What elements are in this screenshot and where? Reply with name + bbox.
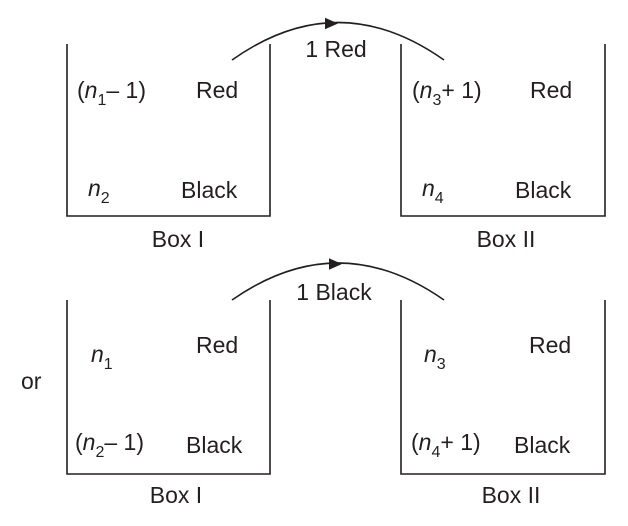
- box-2-red-label: Red: [530, 77, 572, 103]
- box-4-outline: [400, 300, 606, 475]
- scenario-2: 1 Black n1 Red (n2– 1) Black Box I n3 Re…: [66, 258, 606, 508]
- box-1-black-count: n2: [88, 175, 110, 207]
- box-4-red-count: n3: [424, 341, 446, 373]
- box-4-red-label: Red: [529, 332, 571, 358]
- box-3-black-label: Black: [186, 432, 243, 458]
- box-3-black-count: (n2– 1): [75, 429, 144, 461]
- box-3-caption: Box I: [150, 482, 202, 508]
- box-2-black-label: Black: [515, 177, 572, 203]
- box-1-red-label: Red: [196, 77, 238, 103]
- box-4-black-label: Black: [514, 432, 571, 458]
- transfer-label-2: 1 Black: [296, 279, 372, 305]
- box-2-black-count: n4: [422, 175, 444, 207]
- box-2-outline: [400, 44, 606, 217]
- box-1-red-count: (n1– 1): [77, 77, 146, 109]
- or-connector: or: [21, 368, 42, 394]
- box-3-red-label: Red: [196, 332, 238, 358]
- box-4-caption: Box II: [482, 482, 541, 508]
- box-1-outline: [66, 44, 271, 217]
- transfer-arrow-1: [231, 21, 445, 61]
- arrowhead-2: [329, 258, 342, 270]
- box-2-red-count: (n3+ 1): [412, 77, 482, 109]
- box-2-caption: Box II: [477, 226, 536, 252]
- box-1-black-label: Black: [181, 177, 238, 203]
- transfer-label-1: 1 Red: [305, 36, 366, 62]
- arrowhead-1: [325, 17, 338, 30]
- box-1-caption: Box I: [152, 226, 204, 252]
- box-4-black-count: (n4+ 1): [411, 429, 481, 461]
- box-3-outline: [66, 300, 271, 475]
- scenario-1: 1 Red (n1– 1) Red n2 Black Box I (n3+ 1)…: [66, 17, 606, 252]
- box-3-red-count: n1: [91, 341, 113, 373]
